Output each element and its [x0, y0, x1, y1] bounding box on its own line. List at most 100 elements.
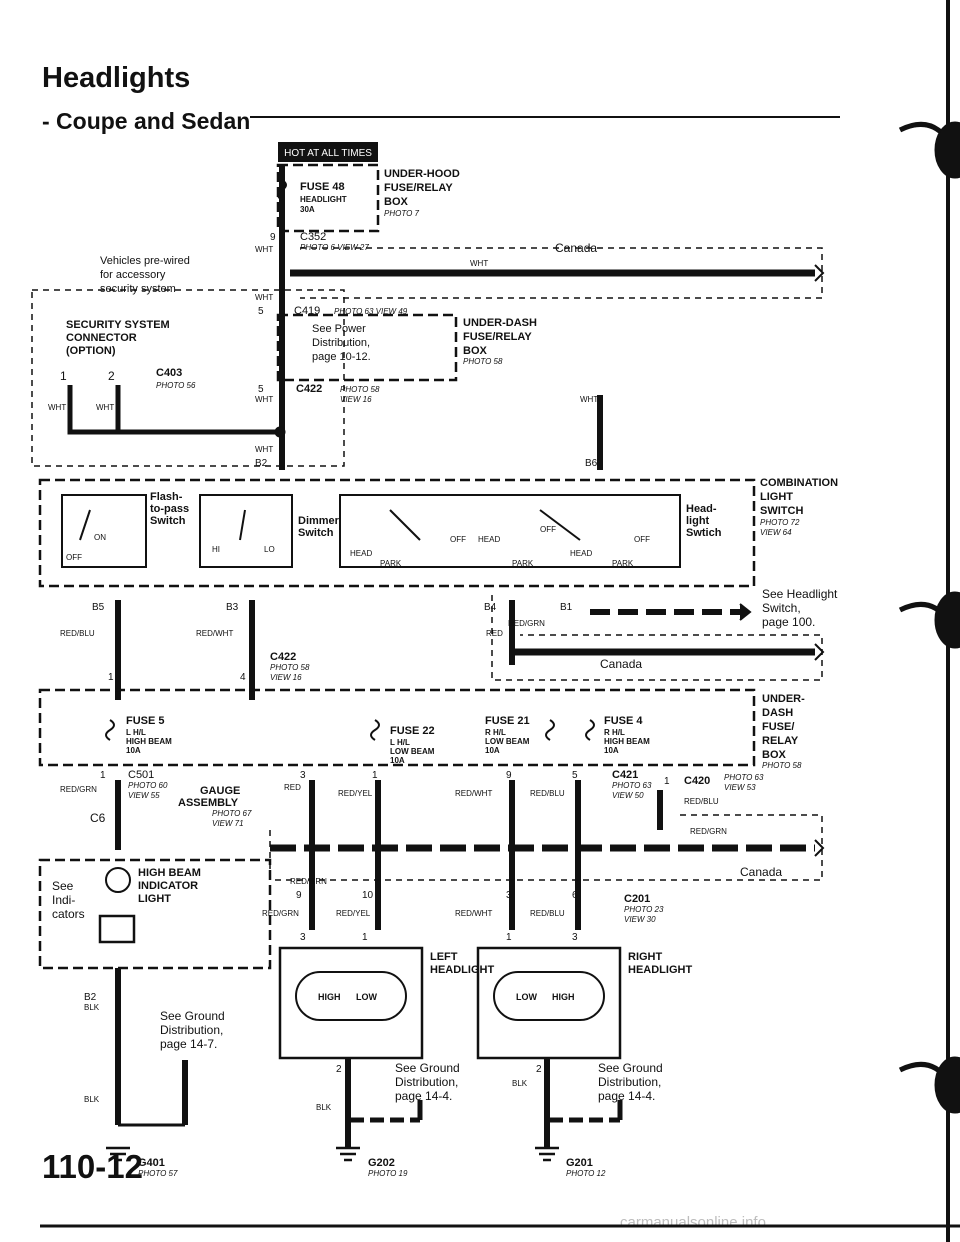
b3-label: B3	[226, 602, 239, 613]
ud2-line4: RELAY	[762, 735, 799, 747]
fuse5-amps: 10A	[126, 746, 141, 755]
fuse22-desc1: L H/L	[390, 738, 410, 747]
left-low: LOW	[356, 992, 377, 1002]
combo-line4: PHOTO 72	[760, 518, 800, 527]
wire-wht-label: WHT	[470, 259, 488, 268]
fuse4-desc2: HIGH BEAM	[604, 737, 650, 746]
headlight-sw-line2: light	[686, 515, 710, 527]
see-hl-sw-3: page 100.	[762, 615, 815, 629]
see-ground-3a: See Ground	[598, 1061, 663, 1075]
c201-name: C201	[624, 893, 650, 905]
see-ground-3b: Distribution,	[598, 1075, 661, 1089]
b5-wire: RED/BLU	[60, 629, 95, 638]
pin3-d: 3	[572, 932, 578, 943]
left-hl-1: LEFT	[430, 951, 458, 963]
c422a-name: C422	[296, 383, 322, 395]
c419-photo: PHOTO 63 VIEW 49	[334, 307, 408, 316]
dimmer-line2: Switch	[298, 527, 334, 539]
see-ground-3c: page 14-4.	[598, 1089, 655, 1103]
c403-photo: PHOTO 56	[156, 381, 196, 390]
ground-g401	[106, 1146, 130, 1162]
pin3-c: 3	[300, 932, 306, 943]
see-power-3: page 10-12.	[312, 351, 371, 363]
ground-g201	[535, 1146, 559, 1162]
c501-name: C501	[128, 769, 154, 781]
fuse21-name: FUSE 21	[485, 715, 530, 727]
fuse21-desc1: R H/L	[485, 728, 506, 737]
c501-wire: RED/GRN	[60, 785, 97, 794]
see-ind-2: Indi-	[52, 893, 75, 907]
switch-contact	[79, 509, 91, 541]
see-power-1: See Power	[312, 323, 366, 335]
wire-sec-join	[67, 429, 280, 435]
fuse21-symbol	[545, 719, 555, 741]
fuse5-desc2: HIGH BEAM	[126, 737, 172, 746]
pin1-a: 1	[372, 770, 378, 781]
wire-red-yel-2: RED/YEL	[336, 909, 371, 918]
b6-label: B6	[585, 458, 598, 469]
c422a-view: VIEW 16	[340, 395, 372, 404]
c422a-pin: 5	[258, 384, 264, 395]
c422a-photo: PHOTO 58	[340, 385, 380, 394]
c352-photo: PHOTO 6 VIEW 27	[300, 243, 369, 252]
high-beam-icon	[98, 914, 136, 944]
prewired-line2: for accessory	[100, 269, 166, 281]
wire-red-wht-2: RED/WHT	[455, 789, 492, 798]
under-hood-box-outline	[276, 163, 380, 233]
c403-name: C403	[156, 367, 182, 379]
under-hood-line2: FUSE/RELAY	[384, 182, 453, 194]
splice	[274, 426, 286, 438]
dimmer-line1: Dimmer	[298, 515, 340, 527]
arrow	[814, 643, 825, 661]
ud2-line5: BOX	[762, 749, 787, 761]
c403-pin2: 2	[108, 369, 115, 383]
pin3-b: 3	[506, 890, 512, 901]
see-ground-1c: page 14-7.	[160, 1037, 217, 1051]
c421-photo: PHOTO 63	[612, 781, 652, 790]
see-ground-1a: See Ground	[160, 1009, 225, 1023]
ud2-line6: PHOTO 58	[762, 761, 802, 770]
fuse5-symbol	[105, 719, 115, 741]
b4-label: B4	[484, 602, 497, 613]
c201-photo: PHOTO 23	[624, 905, 664, 914]
blk-1: BLK	[84, 1095, 100, 1104]
c419-wire: WHT	[255, 293, 273, 302]
wire-red-blu-2: RED/BLU	[530, 789, 565, 798]
c422b-name: C422	[270, 651, 296, 663]
gauge-line3: PHOTO 67	[212, 809, 252, 818]
fuse4-amps: 10A	[604, 746, 619, 755]
g202-photo: PHOTO 19	[368, 1169, 408, 1178]
c422b-view: VIEW 16	[270, 673, 302, 682]
c201-view: VIEW 30	[624, 915, 656, 924]
c501-photo: PHOTO 60	[128, 781, 168, 790]
flash-line3: Switch	[150, 515, 186, 527]
indicator-bulb	[105, 867, 131, 893]
ud2-line1: UNDER-	[762, 693, 805, 705]
page-number: 110-12	[42, 1148, 143, 1185]
prewired-line3: security system	[100, 283, 176, 295]
sw-on: ON	[94, 533, 106, 542]
security-line1: SECURITY SYSTEM	[66, 319, 170, 331]
under-dash-1-line1: UNDER-DASH	[463, 317, 537, 329]
switch-contact	[239, 509, 246, 541]
sw-lo: LO	[264, 545, 275, 554]
combo-line5: VIEW 64	[760, 528, 792, 537]
flash-line1: Flash-	[150, 491, 183, 503]
pin1-c: 1	[506, 932, 512, 943]
see-ground-2a: See Ground	[395, 1061, 460, 1075]
hb-ind-1: HIGH BEAM	[138, 867, 201, 879]
b2-top: B2	[255, 458, 268, 469]
under-dash-1-line2: FUSE/RELAY	[463, 331, 532, 343]
sw-off-2: OFF	[450, 535, 466, 544]
c420-wire: RED/BLU	[684, 797, 719, 806]
c501-pin: 1	[100, 770, 106, 781]
c403-wire2: WHT	[96, 403, 114, 412]
left-hl-2: HEADLIGHT	[430, 964, 494, 976]
see-ind-3: cators	[52, 907, 85, 921]
c420-pin: 1	[664, 776, 670, 787]
under-hood-line3: BOX	[384, 196, 409, 208]
gauge-line2: ASSEMBLY	[178, 797, 239, 809]
flash-pass-inner	[61, 494, 147, 568]
see-hl-sw-2: Switch,	[762, 601, 801, 615]
ud2-line2: DASH	[762, 707, 793, 719]
